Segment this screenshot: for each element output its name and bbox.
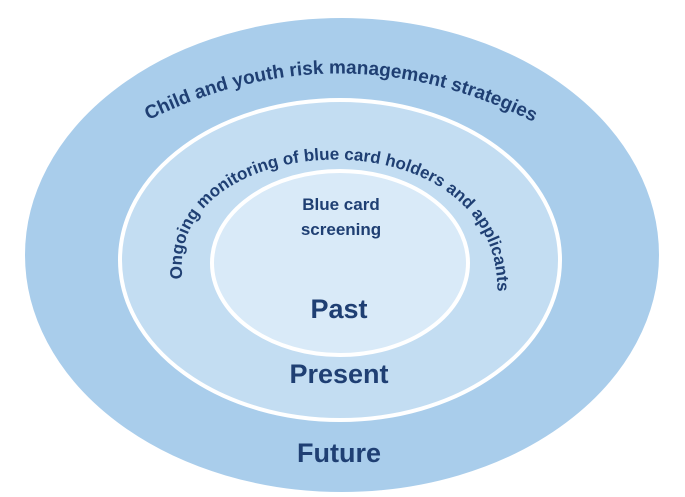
label-past: Past: [310, 294, 367, 324]
inner-label-line2: screening: [301, 220, 381, 239]
inner-label-line1: Blue card: [302, 195, 379, 214]
label-future: Future: [297, 438, 381, 468]
label-present: Present: [289, 359, 388, 389]
inner-ellipse-past: [210, 169, 470, 357]
